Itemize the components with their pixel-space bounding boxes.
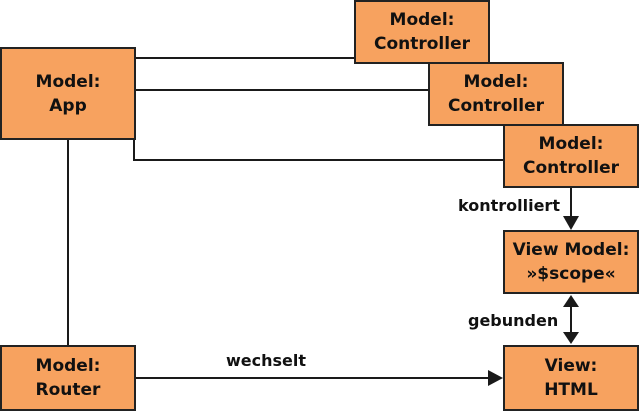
view-model-title: View Model: <box>512 240 630 260</box>
model-controller-box-3: Model: Controller <box>503 124 639 188</box>
model-app-name: App <box>49 95 87 116</box>
model-router-box: Model: Router <box>0 345 136 411</box>
gebunden-arrowhead-up <box>563 295 579 307</box>
kontrolliert-label: kontrolliert <box>458 196 560 215</box>
wechselt-arrowhead <box>488 370 503 386</box>
model-controller-box-1: Model: Controller <box>354 0 490 64</box>
view-html-title: View: <box>544 356 598 376</box>
model-router-title: Model: <box>35 356 101 376</box>
model-app-box: Model: App <box>0 47 136 140</box>
view-model-name: »$scope« <box>526 264 616 284</box>
view-html-name: HTML <box>544 380 598 400</box>
wechselt-label: wechselt <box>226 351 307 370</box>
model-controller-3-title: Model: <box>538 134 604 154</box>
model-controller-2-title: Model: <box>463 72 529 92</box>
model-controller-box-2: Model: Controller <box>428 62 564 126</box>
model-app-title: Model: <box>35 71 101 92</box>
model-router-name: Router <box>35 380 101 400</box>
model-controller-1-title: Model: <box>389 10 455 30</box>
view-model-box: View Model: »$scope« <box>503 230 639 294</box>
gebunden-label: gebunden <box>468 311 559 330</box>
kontrolliert-arrowhead <box>563 216 579 230</box>
view-html-box: View: HTML <box>503 345 639 411</box>
model-controller-2-name: Controller <box>447 96 544 116</box>
gebunden-arrowhead-down <box>563 332 579 344</box>
model-controller-1-name: Controller <box>373 34 470 54</box>
model-controller-3-name: Controller <box>522 158 619 178</box>
